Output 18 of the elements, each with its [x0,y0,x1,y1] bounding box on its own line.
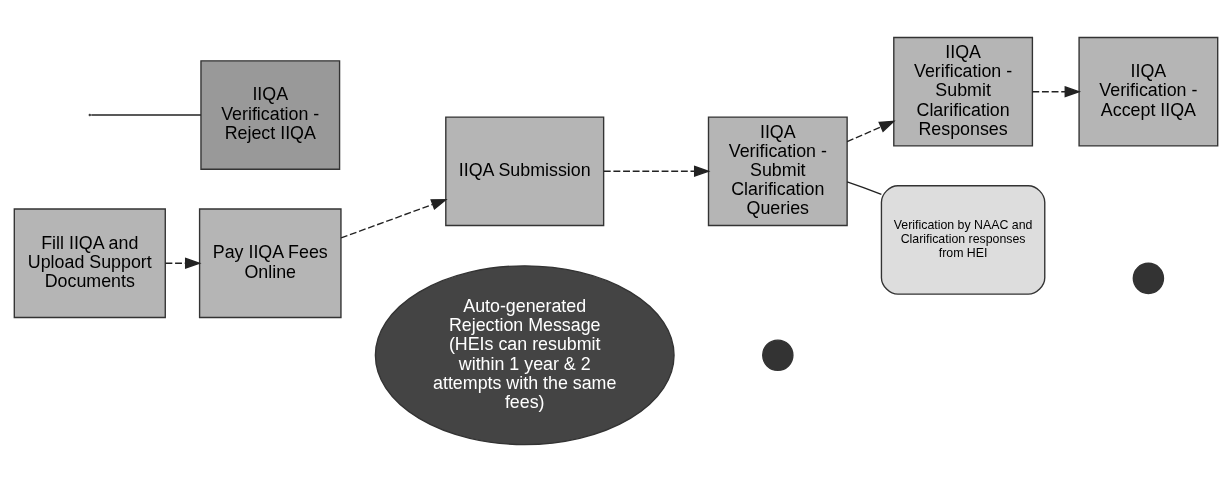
node-circle [1132,262,1165,295]
connector [846,181,883,196]
node-ellipse: Auto-generated Rejection Message (HEIs can resubmit within 1 year & 2 attempts with the same fees) [374,265,675,446]
node-box: IIQA Verification - Submit Clarification Responses [893,36,1034,147]
node-box: Pay IIQA Fees Online [198,208,342,319]
connector [90,114,202,116]
node-box: IIQA Verification - Accept IIQA [1078,36,1219,147]
arrow [603,165,711,178]
arrow [164,257,202,270]
arrow [846,120,896,143]
node-box: IIQA Verification - Submit Clarification Queries [707,116,848,227]
node-box: IIQA Verification - Reject IIQA [200,60,341,170]
arrow [1031,85,1082,98]
node-circle [762,339,794,371]
node-box: Fill IIQA and Upload Support Documents [13,208,166,319]
node-box: Verification by NAAC and Clarification responses from HEI [880,185,1046,295]
node-box: IIQA Submission [445,116,605,227]
arrow [340,198,448,239]
